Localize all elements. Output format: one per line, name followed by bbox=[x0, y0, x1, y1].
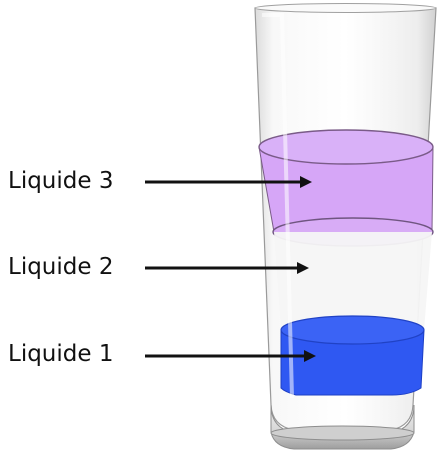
glass-base-rim bbox=[270, 425, 415, 441]
arrow-liquid-3 bbox=[145, 176, 312, 188]
arrow-liquid-2 bbox=[145, 262, 309, 274]
liquid-3-top-surface bbox=[258, 129, 434, 165]
glass-highlight bbox=[262, 13, 294, 399]
liquid-2-layer bbox=[274, 232, 432, 334]
label-liquid-3: Liquide 3 bbox=[8, 168, 114, 194]
liquid-1-layer bbox=[280, 329, 425, 396]
liquid-1-top-surface bbox=[280, 315, 425, 345]
glass-rim bbox=[254, 3, 437, 13]
label-liquid-1: Liquide 1 bbox=[8, 341, 114, 367]
arrow-liquid-1 bbox=[145, 350, 316, 362]
label-liquid-2: Liquide 2 bbox=[8, 254, 114, 280]
